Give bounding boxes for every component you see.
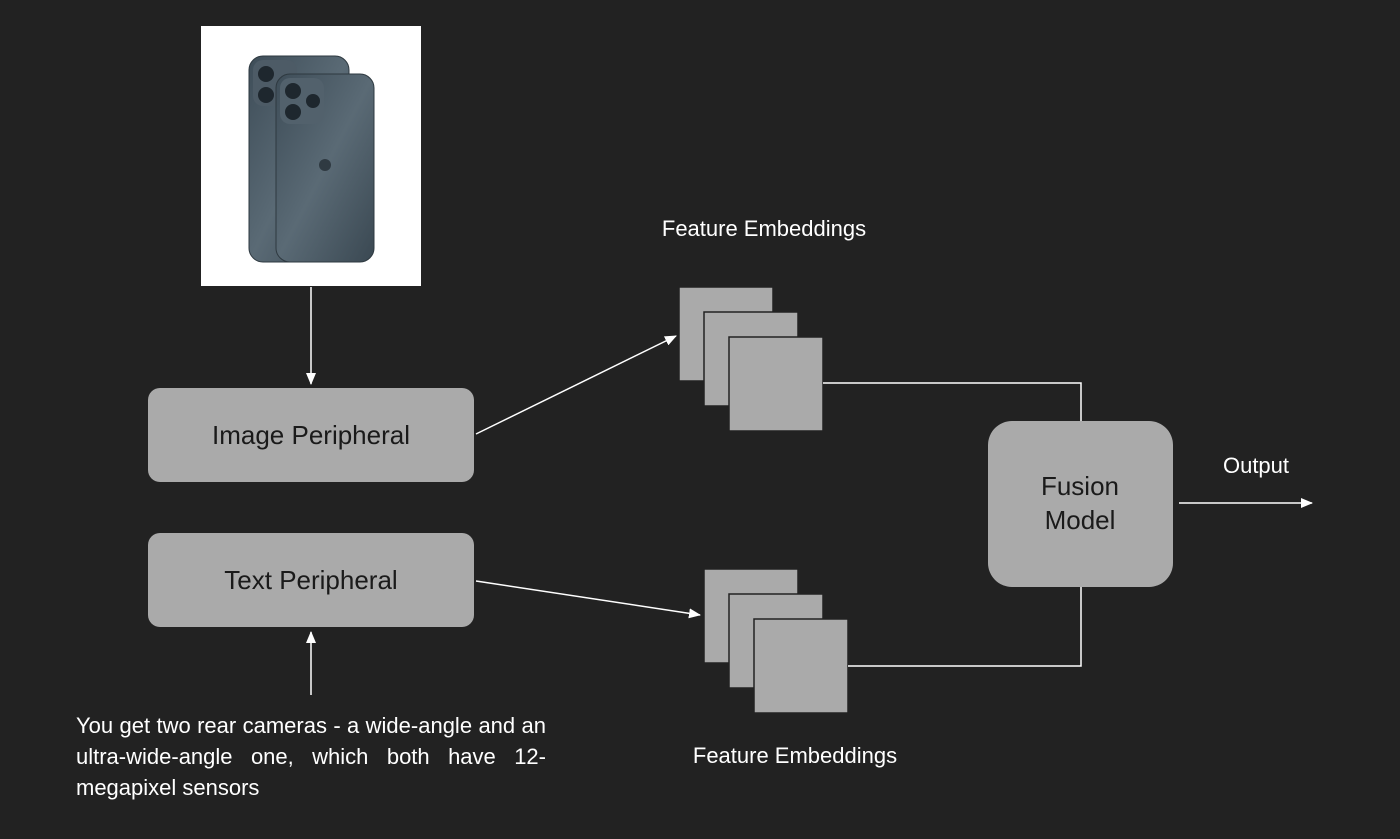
smartphone-photo-icon (248, 55, 375, 263)
feature-embeddings-top-label: Feature Embeddings (662, 216, 866, 241)
arrow-image-to-embeddings (475, 335, 677, 435)
input-text-sample: You get two rear cameras - a wide-angle … (76, 713, 546, 800)
image-peripheral-label: Image Peripheral (212, 420, 410, 450)
image-peripheral-box: Image Peripheral (148, 388, 474, 482)
text-peripheral-label: Text Peripheral (224, 565, 397, 595)
feature-embeddings-top (678, 286, 824, 432)
input-image (201, 26, 421, 286)
text-peripheral-box: Text Peripheral (148, 533, 474, 627)
fusion-model-label-line1: Fusion (1041, 471, 1119, 501)
connector-top-to-fusion (823, 382, 1082, 421)
feature-embeddings-bottom (703, 568, 849, 714)
embedding-card (728, 336, 824, 432)
feature-embeddings-bottom-label: Feature Embeddings (693, 743, 897, 768)
embedding-card (753, 618, 849, 714)
fusion-model-label-line2: Model (1045, 505, 1116, 535)
fusion-model-box: Fusion Model (988, 421, 1173, 587)
arrow-text-to-embeddings (475, 580, 701, 619)
connector-bottom-to-fusion (848, 587, 1082, 667)
output-label: Output (1223, 453, 1289, 478)
